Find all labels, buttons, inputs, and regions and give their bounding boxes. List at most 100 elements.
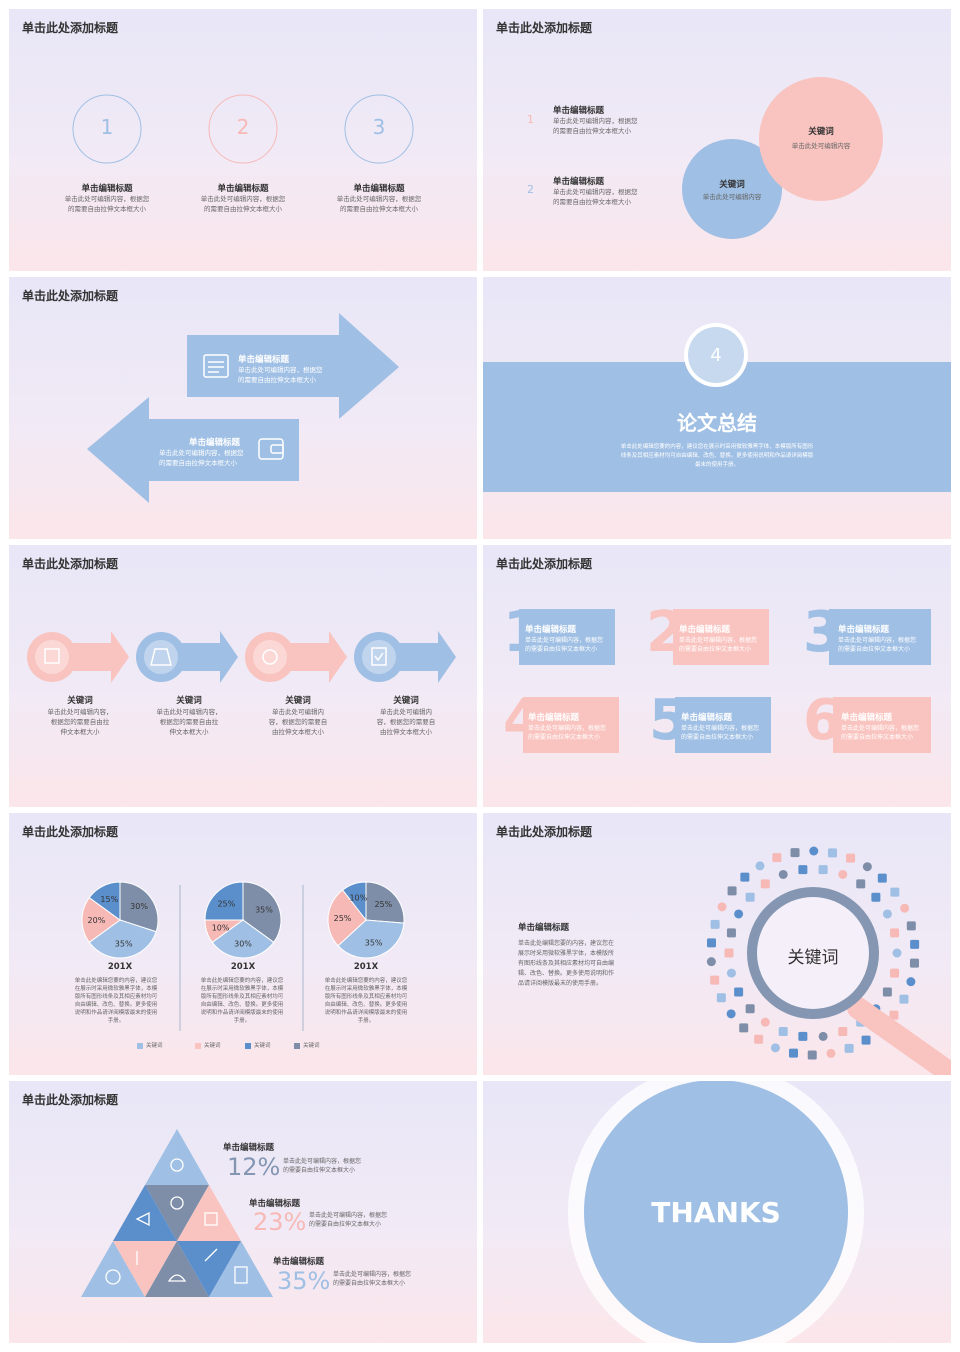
blue-circle-body: 单击此处可编辑内容	[702, 193, 762, 201]
pyramid-tile	[145, 1185, 209, 1241]
section-body: 线条及其相应素材均可自由编辑、改色、替换。更多使用说明和作品请详阅模版	[620, 453, 814, 459]
step-body: 单击此处可编辑内容，	[156, 708, 222, 716]
level-body: 单击此处可编辑内容，根据您	[333, 1271, 412, 1278]
circle-number: 2	[236, 115, 250, 139]
big-number: 4	[503, 688, 542, 753]
slide1-circles	[72, 94, 414, 164]
decor-icon	[726, 928, 736, 938]
right-arrow-body: 单击此处可编辑内容，根据您	[238, 366, 323, 374]
pie-slice-label: 15%	[100, 895, 118, 904]
slide-5: 单击此处添加标题 关键词 单击此处可编辑内容， 根据您的需要自由拉 伸文本框大小…	[9, 545, 477, 807]
item-heading: 单击编辑标题	[81, 184, 133, 194]
legend-label: 关键词	[146, 1043, 163, 1049]
decor-icon	[861, 1035, 871, 1045]
clipboard-icon	[371, 647, 387, 666]
caption-line: 单击此处编辑您要的内容，建议您	[324, 978, 408, 984]
right-arrow	[187, 313, 399, 419]
edit-icon	[44, 648, 60, 664]
item-heading: 单击编辑标题	[353, 184, 405, 194]
decor-icon	[906, 977, 916, 987]
step-body: 由拉伸文本框大小	[380, 728, 432, 736]
pyramid-tile	[209, 1241, 273, 1297]
box-heading: 单击编辑标题	[838, 625, 890, 635]
pink-circle	[759, 77, 883, 201]
pyramid-tile	[113, 1185, 177, 1241]
pyramid	[81, 1129, 273, 1297]
pink-circle-title: 关键词	[808, 127, 834, 137]
big-number: 5	[649, 688, 688, 753]
caption-line: 自由编辑、改色、替换。更多使用	[200, 1002, 284, 1008]
decor-icon	[892, 948, 902, 958]
pie-slice-label: 30%	[130, 902, 148, 911]
pyramid-tile	[113, 1241, 177, 1297]
pie-slice-label: 25%	[217, 899, 235, 908]
box-icon	[204, 1212, 218, 1226]
decor-icon	[882, 909, 892, 919]
decor-icon	[788, 1048, 798, 1058]
decor-icon	[706, 957, 716, 967]
caption-line: 在展示时采用微软雅黑字体，本模	[200, 986, 284, 992]
legend-label: 关键词	[204, 1043, 221, 1049]
decor-icon	[890, 928, 900, 938]
slide-title: 单击此处添加标题	[496, 557, 593, 571]
pie-slice	[211, 919, 275, 959]
circle-number: 3	[372, 115, 386, 139]
circle-number: 1	[100, 115, 114, 139]
legend-label: 关键词	[254, 1043, 271, 1049]
item-body: 单击此处可编辑内容，根据您	[200, 195, 286, 203]
circle-3	[344, 94, 414, 164]
pie-slice-label: 10%	[212, 923, 230, 932]
big-number: 2	[646, 600, 685, 665]
step-body: 伸文本框大小	[169, 728, 209, 736]
level-percent: 35%	[277, 1267, 331, 1295]
decor-icon	[727, 886, 737, 896]
megaphone-icon	[135, 1211, 150, 1227]
pie-slice-label: 25%	[374, 900, 392, 909]
decor-icon	[889, 1010, 899, 1020]
caption-line: 单击此处编辑您要的内容，建议您	[200, 978, 284, 984]
box-body: 的需要自由拉伸文本框大小	[525, 646, 598, 653]
pie-slice-label: 35%	[115, 939, 133, 948]
slide-title: 单击此处添加标题	[496, 21, 593, 35]
pie-slice-label: 20%	[88, 916, 106, 925]
magnifier-handle	[847, 997, 951, 1075]
item-heading: 单击编辑标题	[553, 106, 605, 116]
item-heading: 单击编辑标题	[553, 177, 605, 187]
item-body: 单击此处可编辑内容，根据您	[64, 195, 150, 203]
decor-icon	[828, 848, 838, 858]
process-step-3	[245, 631, 347, 683]
decor-icon	[760, 1017, 770, 1027]
slide-4: 4 论文总结 单击此处编辑您要的内容，建议您在展示时采用微软雅黑字体，本模版所有…	[483, 277, 951, 539]
blue-circle-title: 关键词	[719, 180, 745, 190]
caption-line: 在展示时采用微软雅黑字体，本模	[74, 986, 158, 992]
item-body: 的需要自由拉伸文本框大小	[553, 198, 631, 206]
pink-circle-body: 单击此处可编辑内容	[791, 142, 851, 150]
caption-line: 手册。	[107, 1018, 125, 1024]
level-body: 单击此处可编辑内容，根据您	[309, 1212, 388, 1219]
step-body: 根据您的需要自由拉	[50, 718, 110, 726]
step-body: 伸文本框大小	[60, 728, 100, 736]
left-arrow-body: 的需要自由拉伸文本框大小	[159, 459, 237, 467]
decor-icon	[724, 948, 734, 958]
magnifier-lens	[757, 897, 869, 1009]
text-body: 单击此处编辑您要的内容，建议您在	[518, 940, 615, 947]
decor-icon	[778, 869, 788, 879]
decor-icon	[710, 919, 720, 929]
decor-icon	[760, 879, 770, 889]
thanks-text: THANKS	[651, 1196, 781, 1229]
flask-icon	[150, 648, 172, 666]
caption-line: 说明和作品请详阅模版最末的使用	[324, 1010, 408, 1016]
decor-icon	[739, 1023, 749, 1033]
caption-line: 版所有图形线条及其相应素材均可	[74, 994, 158, 1000]
process-step-1	[27, 631, 129, 683]
pie-slice	[365, 881, 405, 924]
box-body: 的需要自由拉伸文本框大小	[679, 646, 752, 653]
box-body: 单击此处可编辑内容，根据您	[681, 725, 760, 732]
pie-slice-label: 35%	[255, 905, 273, 914]
decor-icon	[877, 873, 887, 883]
slide-title: 单击此处添加标题	[22, 825, 119, 839]
box-heading: 单击编辑标题	[841, 713, 893, 723]
pyramid-tile	[145, 1129, 209, 1185]
level-heading: 单击编辑标题	[223, 1143, 275, 1153]
caption-line: 说明和作品请详阅模版最末的使用	[74, 1010, 158, 1016]
